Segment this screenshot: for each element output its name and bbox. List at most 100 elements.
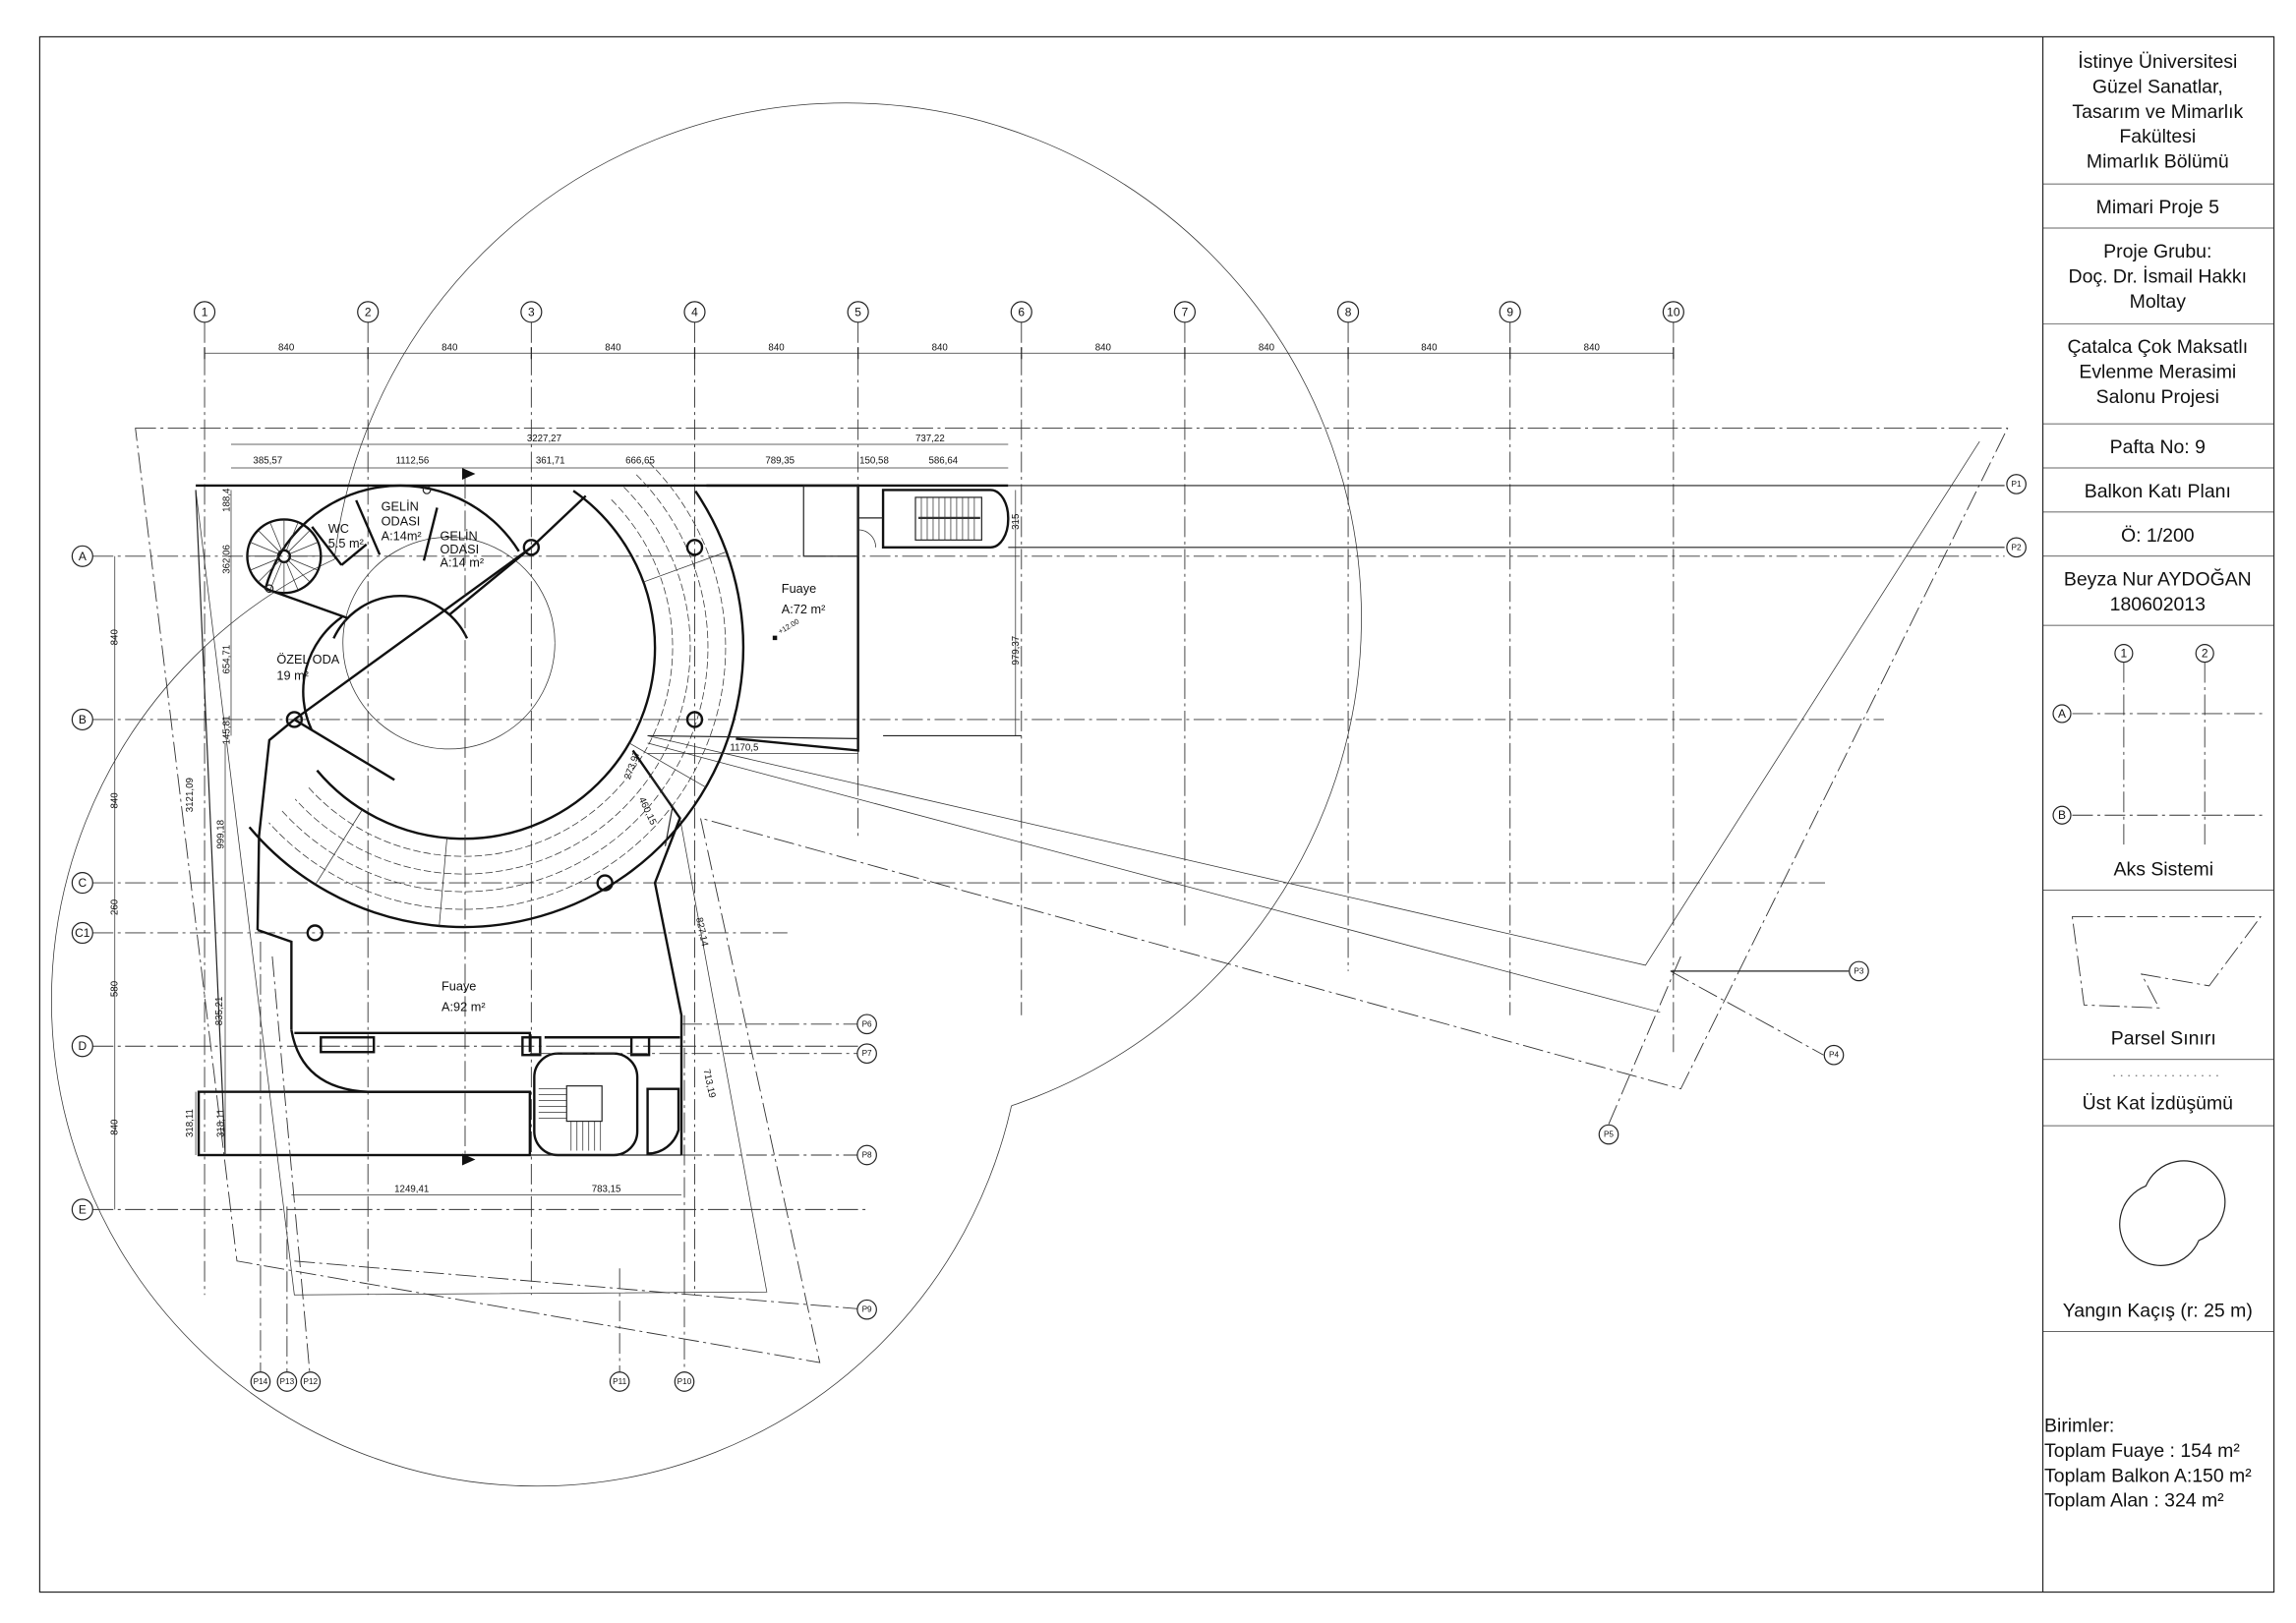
point-label: P9 [862, 1305, 872, 1314]
dim-label: 318,11 [185, 1109, 196, 1137]
legend-axis-row: A [2058, 707, 2066, 721]
point-label: P2 [2012, 543, 2022, 551]
dim-label: 1112,56 [396, 456, 430, 467]
point-label: P6 [862, 1019, 872, 1028]
grid-row-bubble [71, 545, 93, 567]
institution-line: İstinye Üniversitesi [2078, 50, 2237, 73]
dim-label: 3121,09 [185, 778, 196, 812]
room-gelin-2-area: A:14 m² [441, 554, 485, 569]
point-label: P3 [1854, 966, 1863, 975]
room-fuaye-upper-area: A:72 m² [782, 602, 826, 616]
room-gelin-2-name: GELİN [441, 528, 478, 543]
room-gelin-2-name: ODASI [441, 542, 480, 556]
building-plan [195, 461, 1010, 1166]
grid-column-label: 7 [1182, 305, 1189, 319]
dim-label: 827,14 [693, 916, 710, 948]
point-label: P8 [862, 1151, 872, 1160]
grid-row-label: E [79, 1202, 87, 1216]
project-group: Proje Grubu: [2103, 241, 2211, 262]
grid-column-label: 4 [691, 305, 698, 319]
point-label: P12 [304, 1377, 319, 1386]
dim-label: 145,81 [222, 716, 233, 745]
dim-label: 1170,5 [730, 742, 758, 753]
grid-row-spacing: 260 [110, 898, 121, 915]
grid-column-bubble [357, 301, 380, 323]
grid-column-spacing: 840 [1584, 342, 1601, 353]
grid-column-label: 9 [1506, 305, 1513, 319]
grid-column-spacing: 840 [278, 342, 295, 353]
project-group: Doç. Dr. İsmail Hakkı [2069, 264, 2247, 287]
point-bubble [856, 1299, 877, 1320]
legend-axis-col: 1 [2121, 647, 2128, 661]
grid-column-spacing: 840 [605, 342, 621, 353]
student-number: 180602013 [2110, 594, 2206, 615]
legend-upper-floor: Üst Kat İzdüşümü [2083, 1074, 2233, 1115]
grid-row-bubble [71, 872, 93, 895]
institution-line: Fakültesi [2119, 126, 2196, 147]
point-label: P7 [862, 1049, 872, 1058]
grid-row-bubble [71, 921, 93, 945]
grid-column-spacing: 840 [768, 342, 785, 353]
grid-column-spacing: 840 [1095, 342, 1112, 353]
sheet-number: Pafta No: 9 [2110, 436, 2206, 458]
grid-row-label: A [79, 550, 87, 563]
dim-label: 586,64 [928, 456, 958, 467]
drawing-scale: Ö: 1/200 [2121, 525, 2195, 547]
grid-row-label: B [79, 713, 87, 726]
grid-column-spacing: 840 [442, 342, 458, 353]
dim-label: 460,15 [636, 795, 659, 827]
grid-column-bubble [847, 301, 869, 323]
dim-label: 654,71 [222, 645, 233, 674]
grid-row-bubble [71, 1035, 93, 1058]
grid-column-label: 1 [202, 305, 208, 319]
legend-axis-col: 2 [2202, 647, 2208, 661]
dim-label: 150,58 [859, 456, 889, 467]
level-label: +12.00 [777, 617, 800, 636]
grid-row-spacing: 840 [110, 629, 121, 646]
course-name: Mimari Proje 5 [2096, 197, 2219, 218]
units-total-fuaye: Toplam Fuaye : 154 m² [2044, 1440, 2240, 1462]
fire-escape-boundary [51, 102, 1362, 1487]
point-bubble [1823, 1044, 1845, 1066]
section-arrow [461, 1153, 476, 1166]
grid-row-spacing: 840 [110, 792, 121, 809]
point-bubble [609, 1371, 630, 1392]
point-label: P14 [254, 1377, 268, 1386]
room-gelin-1-name: GELİN [382, 498, 419, 513]
units-total-area: Toplam Alan : 324 m² [2044, 1490, 2224, 1512]
dim-label: 979,37 [1011, 636, 1022, 666]
dim-label: 361,71 [536, 456, 565, 467]
grid-row-spacing: 840 [110, 1119, 121, 1135]
dim-label: 713,19 [701, 1069, 718, 1099]
room-ozel-name: ÖZEL ODA [276, 652, 339, 667]
grid-column-label: 10 [1667, 305, 1680, 319]
level-marker [772, 635, 778, 641]
grid-column-spacing: 840 [932, 342, 949, 353]
room-fuaye-lower-area: A:92 m² [442, 999, 486, 1014]
grid-row-label: C [78, 876, 87, 890]
point-bubble [1849, 960, 1869, 982]
grid-column-bubble [1010, 301, 1032, 323]
dim-label: 666,65 [625, 456, 655, 467]
dim-label: 835,21 [214, 997, 225, 1026]
sheet-title: Balkon Katı Planı [2085, 481, 2231, 502]
grid-column-label: 8 [1345, 305, 1352, 319]
point-bubble [276, 1371, 298, 1392]
point-bubble [2006, 537, 2027, 558]
dim-label: 1249,41 [394, 1184, 429, 1194]
grid-column-label: 5 [854, 305, 861, 319]
dim-label: 789,35 [765, 456, 795, 467]
setback-line [647, 440, 1980, 966]
room-labels: WC 5.5 m² GELİN ODASI A:14m² GELİN ODASI… [276, 498, 825, 1014]
grid-column-bubble [1173, 301, 1196, 323]
legend-upper-floor-label: Üst Kat İzdüşümü [2083, 1092, 2233, 1115]
legend-axis-label: Aks Sistemi [2114, 859, 2214, 881]
point-bubble [856, 1014, 877, 1035]
setback-line [647, 742, 1661, 1014]
room-gelin-1-name: ODASI [382, 513, 421, 528]
point-line [271, 956, 312, 1382]
grid-column-label: 2 [365, 305, 372, 319]
grid-column-spacing: 840 [1421, 342, 1438, 353]
dim-label: 188,4 [222, 488, 233, 512]
student-name: Beyza Nur AYDOĞAN [2064, 568, 2252, 591]
